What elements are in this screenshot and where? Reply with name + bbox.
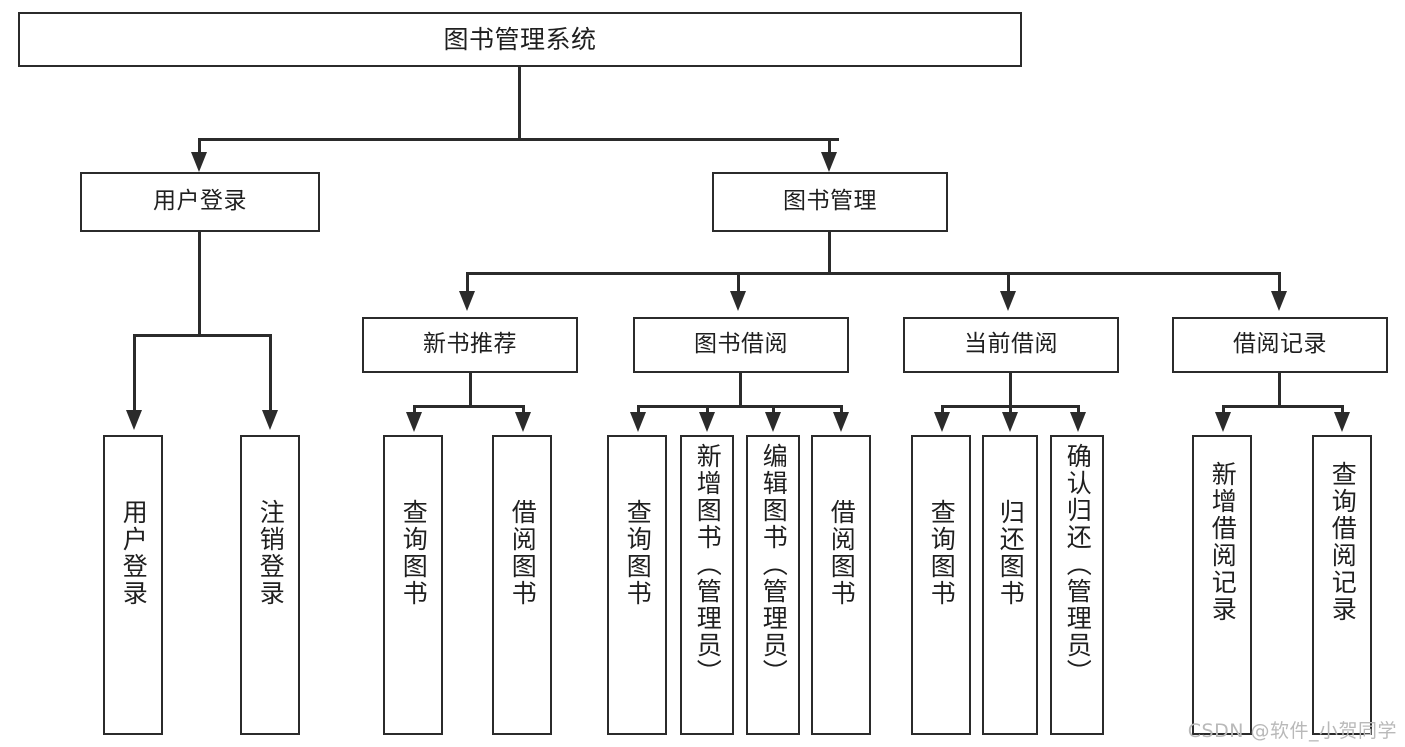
leaf-return-book[interactable]: 归还图书 xyxy=(982,435,1038,735)
connector-root-drop-left xyxy=(198,138,201,157)
connector-book-manage-stem xyxy=(828,232,831,274)
node-label: 查询图书 xyxy=(927,499,957,607)
connector-root-drop-right xyxy=(828,138,831,157)
connector-book-borrow-stem xyxy=(739,373,742,407)
node-label: 图书管理 xyxy=(783,188,877,215)
connector-user-login-drop-1 xyxy=(133,334,136,414)
node-current-borrow[interactable]: 当前借阅 xyxy=(903,317,1119,373)
node-label: 注销登录 xyxy=(256,499,286,607)
arrow-to-book-borrow xyxy=(730,291,746,311)
leaf-add-borrow-record[interactable]: 新增借阅记录 xyxy=(1192,435,1252,735)
leaf-query-book-borrow[interactable]: 查询图书 xyxy=(607,435,667,735)
node-label: 新增图书（管理员） xyxy=(693,443,723,686)
arrow-to-leaf-query-record xyxy=(1334,412,1350,432)
node-label: 借阅记录 xyxy=(1233,331,1327,358)
arrow-to-new-book-recommend xyxy=(459,291,475,311)
connector-borrow-record-drop-2 xyxy=(1341,405,1344,415)
arrow-to-leaf-borrow-book-bb xyxy=(833,412,849,432)
node-root-system[interactable]: 图书管理系统 xyxy=(18,12,1022,67)
connector-borrow-record-drop-1 xyxy=(1222,405,1225,415)
node-label: 归还图书 xyxy=(996,499,1026,607)
node-label: 图书借阅 xyxy=(694,331,788,358)
connector-current-borrow-drop-3 xyxy=(1077,405,1080,415)
connector-new-book-stem xyxy=(469,373,472,407)
arrow-to-book-manage xyxy=(821,152,837,172)
node-label: 确认归还（管理员） xyxy=(1063,443,1093,686)
node-label: 图书管理系统 xyxy=(443,24,597,54)
leaf-borrow-book-new[interactable]: 借阅图书 xyxy=(492,435,552,735)
node-book-manage[interactable]: 图书管理 xyxy=(712,172,948,232)
node-label: 新书推荐 xyxy=(423,331,517,358)
arrow-to-leaf-confirm-return xyxy=(1070,412,1086,432)
arrow-to-leaf-user-login xyxy=(126,410,142,430)
node-label: 查询借阅记录 xyxy=(1328,461,1358,623)
connector-current-borrow-stem xyxy=(1009,373,1012,407)
connector-book-manage-drop-4 xyxy=(1278,272,1281,296)
connector-root-bus xyxy=(198,138,839,141)
connector-book-manage-drop-2 xyxy=(737,272,740,296)
node-label: 查询图书 xyxy=(399,499,429,607)
connector-new-book-drop-1 xyxy=(413,405,416,415)
node-new-book-recommend[interactable]: 新书推荐 xyxy=(362,317,578,373)
leaf-user-login[interactable]: 用户登录 xyxy=(103,435,163,735)
connector-book-borrow-drop-2 xyxy=(706,405,709,415)
connector-book-manage-drop-3 xyxy=(1007,272,1010,296)
arrow-to-leaf-logout xyxy=(262,410,278,430)
leaf-edit-book-admin[interactable]: 编辑图书（管理员） xyxy=(746,435,800,735)
leaf-add-book-admin[interactable]: 新增图书（管理员） xyxy=(680,435,734,735)
connector-new-book-bus xyxy=(413,405,525,408)
connector-current-borrow-drop-2 xyxy=(1009,405,1012,415)
connector-borrow-record-bus xyxy=(1222,405,1344,408)
connector-book-borrow-drop-4 xyxy=(840,405,843,415)
node-label: 借阅图书 xyxy=(827,499,857,607)
node-label: 当前借阅 xyxy=(964,331,1058,358)
connector-user-login-drop-2 xyxy=(269,334,272,414)
arrow-to-leaf-borrow-book-nb xyxy=(515,412,531,432)
node-user-login[interactable]: 用户登录 xyxy=(80,172,320,232)
connector-book-borrow-bus xyxy=(637,405,843,408)
connector-borrow-record-stem xyxy=(1278,373,1281,407)
leaf-query-borrow-record[interactable]: 查询借阅记录 xyxy=(1312,435,1372,735)
connector-book-manage-drop-1 xyxy=(466,272,469,296)
node-label: 新增借阅记录 xyxy=(1208,461,1238,623)
node-label: 借阅图书 xyxy=(508,499,538,607)
node-label: 用户登录 xyxy=(153,188,247,215)
arrow-to-leaf-edit-book xyxy=(765,412,781,432)
node-book-borrow[interactable]: 图书借阅 xyxy=(633,317,849,373)
connector-user-login-stem xyxy=(198,232,201,337)
connector-current-borrow-drop-1 xyxy=(941,405,944,415)
node-label: 查询图书 xyxy=(623,499,653,607)
leaf-logout[interactable]: 注销登录 xyxy=(240,435,300,735)
connector-book-manage-bus xyxy=(466,272,1278,275)
connector-new-book-drop-2 xyxy=(522,405,525,415)
arrow-to-leaf-query-book-cb xyxy=(934,412,950,432)
arrow-to-current-borrow xyxy=(1000,291,1016,311)
arrow-to-leaf-add-record xyxy=(1215,412,1231,432)
arrow-to-user-login xyxy=(191,152,207,172)
connector-user-login-bus xyxy=(133,334,272,337)
arrow-to-leaf-query-book-bb xyxy=(630,412,646,432)
connector-book-borrow-drop-3 xyxy=(772,405,775,415)
arrow-to-leaf-add-book xyxy=(699,412,715,432)
leaf-confirm-return-admin[interactable]: 确认归还（管理员） xyxy=(1050,435,1104,735)
node-label: 编辑图书（管理员） xyxy=(759,443,789,686)
leaf-borrow-book-borrow[interactable]: 借阅图书 xyxy=(811,435,871,735)
arrow-to-leaf-query-book-nb xyxy=(406,412,422,432)
connector-book-borrow-drop-1 xyxy=(637,405,640,415)
connector-root-stem xyxy=(518,67,521,139)
arrow-to-leaf-return-book xyxy=(1002,412,1018,432)
arrow-to-borrow-record xyxy=(1271,291,1287,311)
leaf-query-book-new[interactable]: 查询图书 xyxy=(383,435,443,735)
leaf-query-book-current[interactable]: 查询图书 xyxy=(911,435,971,735)
node-label: 用户登录 xyxy=(119,499,149,607)
node-borrow-record[interactable]: 借阅记录 xyxy=(1172,317,1388,373)
